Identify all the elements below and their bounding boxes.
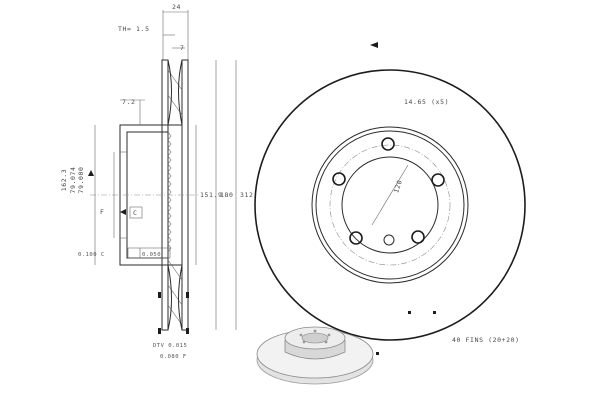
label-c: C <box>133 209 138 217</box>
dim-th: TH= 1.5 <box>118 25 150 33</box>
locating-hole <box>383 234 395 246</box>
dtv-label: DTV 0.015 <box>153 343 187 349</box>
tol-left: 0.100 C <box>78 252 105 258</box>
center-bore <box>341 156 439 254</box>
dim-180: 180 <box>220 191 234 199</box>
pcd-label: 120 <box>392 179 404 194</box>
fins-label: 40 FINS (20+20) <box>452 336 520 344</box>
datum-f-arrow <box>120 209 126 215</box>
vent-fins <box>167 69 183 326</box>
dim-width: 24 <box>172 3 181 11</box>
rotation-arrow <box>370 42 378 48</box>
tol-box: 0.050 <box>142 252 161 258</box>
dim-seven: 7 <box>180 44 185 52</box>
dim-79a: 79.074 <box>69 166 77 193</box>
side-section-view: 24 TH= 1.5 7 7.2 151.9 180 312 F C 0.100… <box>60 3 254 360</box>
flatness-label: 0.080 F <box>160 354 187 360</box>
front-view: 14.65 (x5) 120 40 FINS (20+20) <box>254 42 526 355</box>
bolt-hole-3 <box>411 230 425 244</box>
tolerance-frame <box>127 247 171 259</box>
bolt-hole-4 <box>349 231 363 245</box>
dim-seven-two: 7.2 <box>122 98 136 106</box>
label-f: F <box>100 208 105 216</box>
dim-151: 151.9 <box>200 191 223 199</box>
dim-312: 312 <box>240 191 254 199</box>
hole-spec: 14.65 (x5) <box>404 98 449 106</box>
pcd-circle <box>329 144 451 266</box>
hub-outer-ring <box>311 126 469 284</box>
disc-outer-rim <box>254 69 526 341</box>
bolt-hole-5 <box>332 172 346 186</box>
disc-3d-render <box>256 326 374 385</box>
datum-c-box <box>129 206 143 219</box>
bolt-hole-2 <box>431 173 445 187</box>
dim-79b: 79.000 <box>77 166 85 193</box>
dim-162: 162.3 <box>60 169 68 192</box>
bolt-hole-1 <box>381 137 395 151</box>
